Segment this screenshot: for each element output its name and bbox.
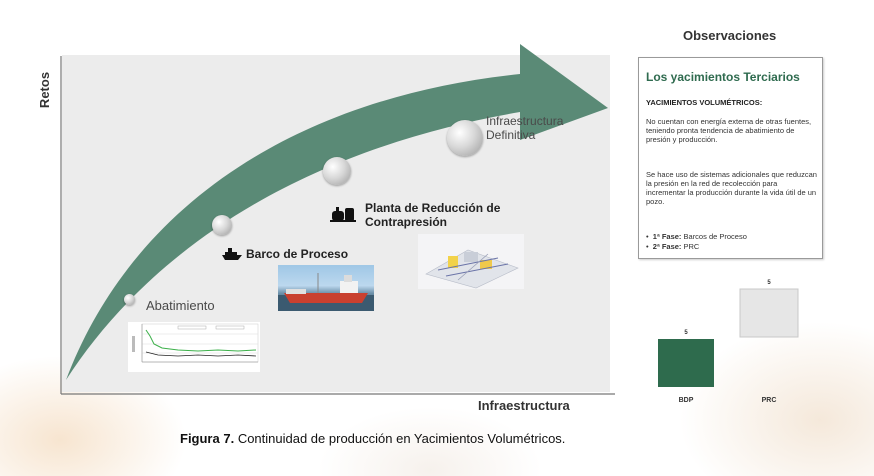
- value-label-bdp: 5: [684, 330, 688, 336]
- observations-phase-1: • 1ª Fase: Barcos de Proceso: [646, 232, 747, 241]
- observations-paragraph-2: Se hace uso de sistemas adicionales que …: [646, 170, 817, 206]
- stage-dot-abatimiento: [124, 294, 135, 305]
- stage-dot-barco: [212, 215, 232, 235]
- decline-mini-chart: [128, 322, 260, 372]
- axes: [60, 56, 615, 395]
- stage-label-infraestructura: Infraestructura Definitiva: [486, 114, 564, 142]
- figure-caption: Figura 7. Continuidad de producción en Y…: [180, 431, 565, 446]
- observations-subheading: YACIMIENTOS VOLUMÉTRICOS:: [646, 98, 763, 107]
- plant-photo: [418, 234, 524, 289]
- observations-title: Observaciones: [683, 28, 777, 43]
- observations-box: Los yacimientos Terciarios YACIMIENTOS V…: [638, 57, 823, 259]
- phase-1-value: Barcos de Proceso: [683, 232, 747, 241]
- plant-icon: [330, 207, 356, 222]
- y-axis-label: Retos: [37, 71, 52, 109]
- bar-prc: [739, 288, 799, 338]
- observations-paragraph-1: No cuentan con energía externa de otras …: [646, 117, 812, 144]
- category-label-prc: PRC: [762, 397, 777, 404]
- figure-caption-text: Continuidad de producción en Yacimientos…: [237, 431, 566, 446]
- process-ship-photo: [278, 265, 374, 311]
- arrow-shape: [66, 44, 608, 380]
- observations-heading: Los yacimientos Terciarios: [646, 70, 800, 84]
- category-label-bdp: BDP: [679, 397, 694, 404]
- phase-2-value: PRC: [683, 242, 700, 251]
- stage-label-planta: Planta de Reducción de Contrapresión: [365, 201, 501, 229]
- phase-2-key: 2ª Fase:: [652, 242, 682, 251]
- x-axis-label: Infraestructura: [478, 398, 570, 413]
- stage-dot-planta: [323, 157, 351, 185]
- bar-bdp: [658, 339, 714, 387]
- ship-icon: [222, 248, 242, 260]
- stage-label-abatimiento: Abatimiento: [146, 298, 215, 313]
- value-label-prc: 5: [767, 280, 771, 286]
- observations-phase-2: • 2ª Fase: PRC: [646, 242, 700, 251]
- figure-label: Figura 7.: [180, 431, 235, 446]
- stage-dot-infraestructura: [447, 120, 483, 156]
- stage-label-barco: Barco de Proceso: [246, 247, 349, 261]
- phase-1-key: 1ª Fase:: [652, 232, 682, 241]
